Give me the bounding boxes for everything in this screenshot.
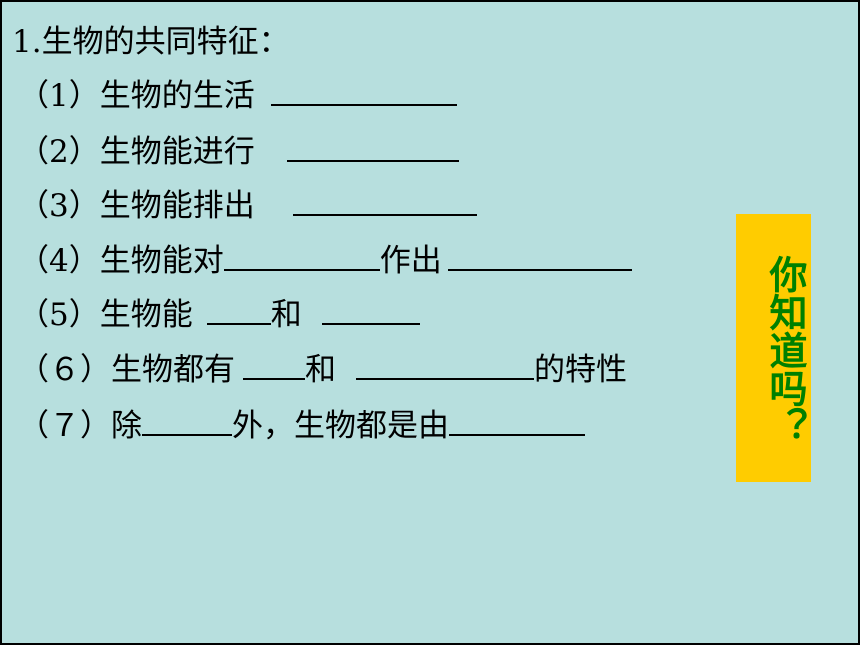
item-7-text: （７）除 <box>18 408 142 444</box>
item-6-text: （６）生物都有 <box>18 352 235 388</box>
item-2-blank <box>286 126 459 162</box>
item-4-blank-2 <box>447 235 632 271</box>
item-7-blank-2 <box>449 400 585 436</box>
item-5-blank-2 <box>321 289 420 325</box>
item-1-blank <box>270 70 457 106</box>
item-2-text: （2）生物能进行 <box>18 134 255 170</box>
item-1-text: （1）生物的生活 <box>18 78 255 114</box>
item-6-blank-2 <box>356 344 534 380</box>
list-item-6: （６）生物都有 和 的特性 <box>18 344 627 392</box>
item-4-text: （4）生物能对 <box>18 243 224 279</box>
did-you-know-callout: 你知道吗？ <box>736 214 811 482</box>
page-title: 1.生物的共同特征： <box>12 24 290 60</box>
list-item-4: （4）生物能对 作出 <box>18 235 632 283</box>
item-6-blank-1 <box>243 344 305 380</box>
item-4-mid: 作出 <box>379 243 442 279</box>
item-4-blank-1 <box>223 235 380 271</box>
item-5-mid: 和 <box>270 297 302 333</box>
list-item-2: （2）生物能进行 <box>18 126 459 174</box>
list-item-3: （3）生物能排出 <box>18 180 477 228</box>
item-5-text: （5）生物能 <box>18 297 193 333</box>
item-6-mid: 和 <box>305 352 336 388</box>
item-3-blank <box>292 180 477 216</box>
item-7-blank-1 <box>142 400 232 436</box>
list-item-5: （5）生物能 和 <box>18 289 420 337</box>
item-6-suffix: 的特性 <box>534 352 627 388</box>
list-item-1: （1）生物的生活 <box>18 70 457 118</box>
item-7-mid: 外，生物都是由 <box>232 408 449 444</box>
item-5-blank-1 <box>206 289 271 325</box>
item-3-text: （3）生物能排出 <box>18 188 255 224</box>
callout-text: 你知道吗？ <box>763 255 807 445</box>
list-item-7: （７）除 外，生物都是由 <box>18 400 585 448</box>
